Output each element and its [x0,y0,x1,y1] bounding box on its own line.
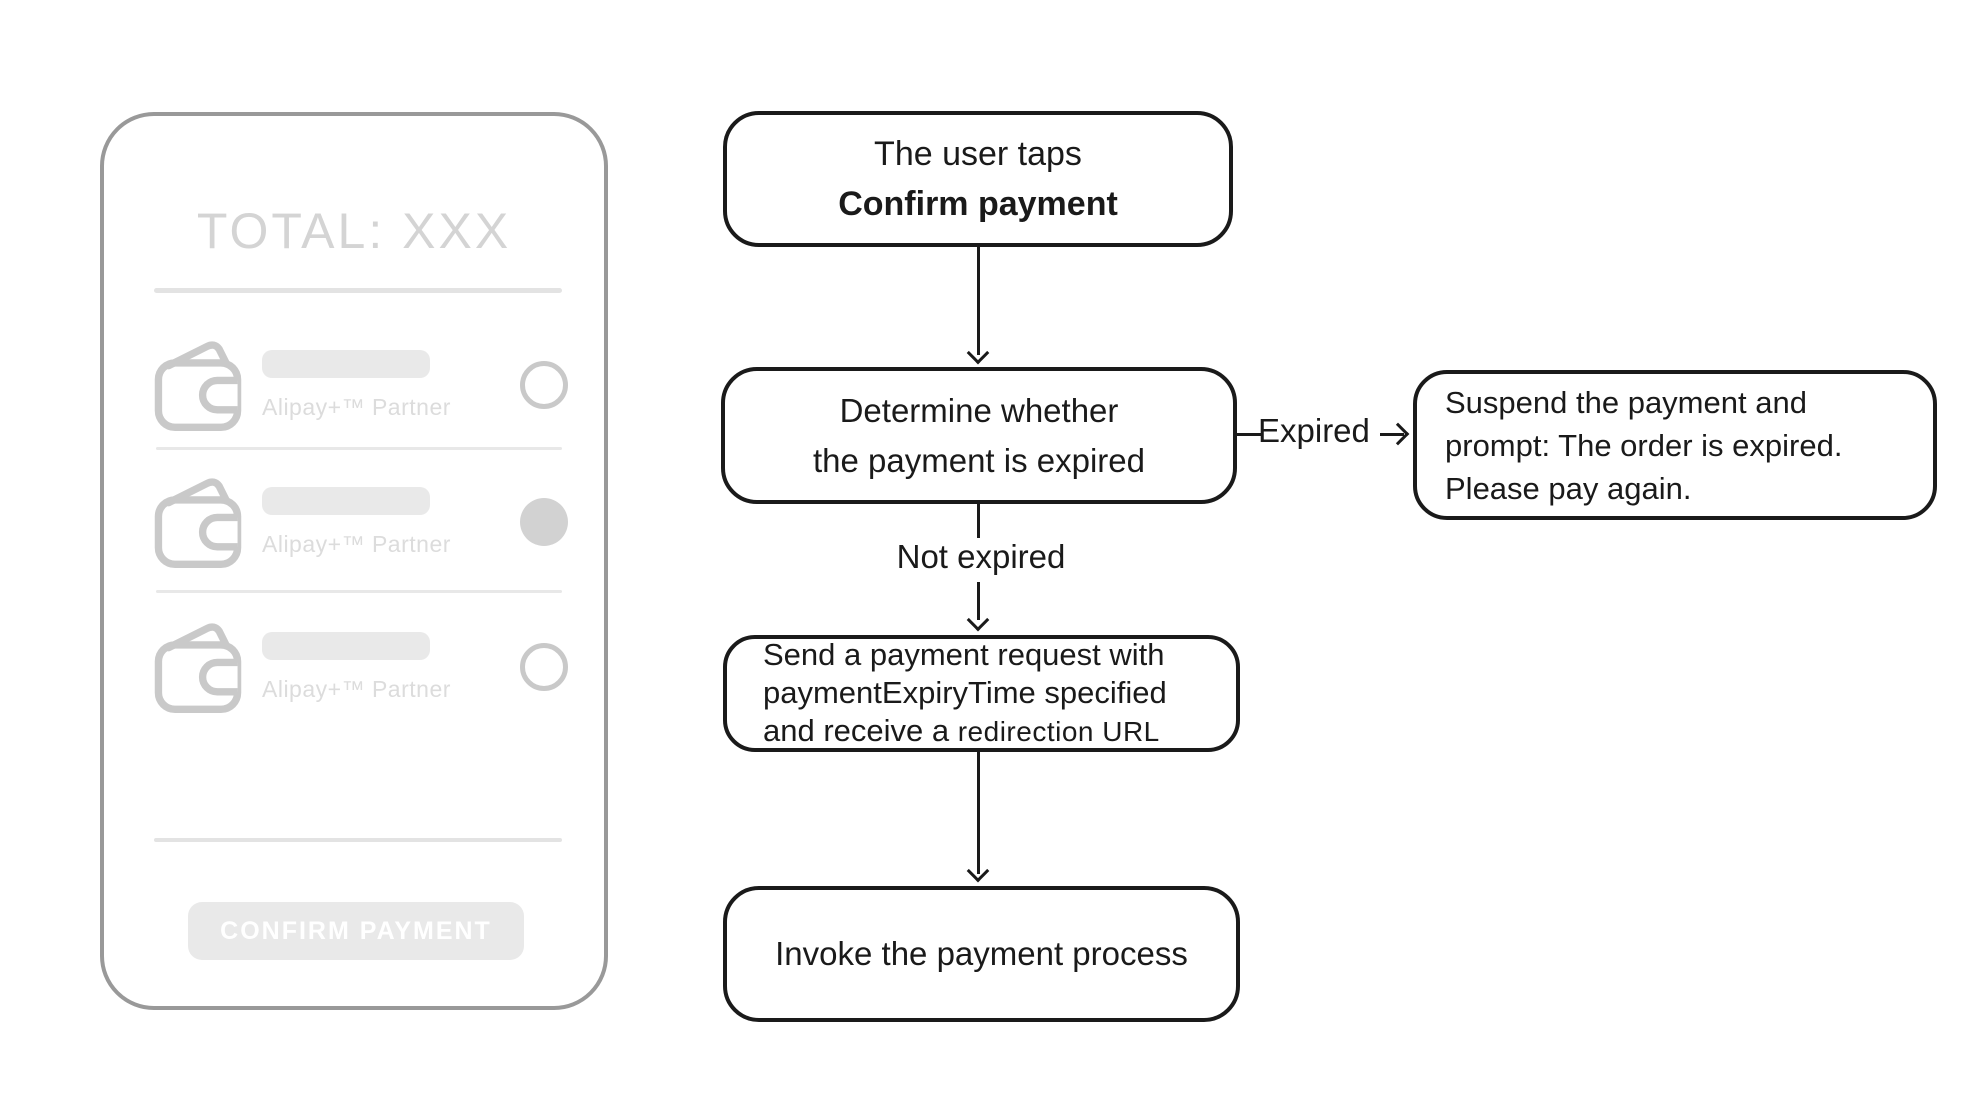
method-name-placeholder [262,349,430,378]
flow-node-invoke-process: Invoke the payment process [723,886,1240,1022]
edge-label-not-expired: Not expired [896,538,1066,575]
flow-node-user-taps: The user taps Confirm payment [723,111,1233,247]
connector-down [977,504,980,538]
flow-node-send-request: Send a payment request with paymentExpir… [723,635,1240,752]
connector-down [977,247,980,355]
flow-node-text: and receive a redirection URL [763,713,1160,748]
flow-node-text-bold: Confirm payment [838,185,1118,223]
arrow-down-icon [966,341,990,365]
flow-node-text: Please pay again. [1445,470,1692,506]
radio-unselected-icon[interactable] [520,643,568,691]
arrow-down-icon [966,608,990,632]
confirm-payment-button[interactable]: CONFIRM PAYMENT [188,902,524,960]
payment-method-info: Alipay+™ Partner [262,486,520,558]
flow-node-text: paymentExpiryTime specified [763,675,1167,710]
method-name-placeholder [262,486,430,515]
redirection-url-term: redirection URL [957,716,1160,747]
provider-label: Alipay+™ Partner [262,530,451,557]
phone-mockup-frame: TOTAL: XXX Alipay+™ Partner [100,112,608,1010]
connector-right [1237,433,1261,436]
wallet-icon [154,623,242,713]
payment-method-info: Alipay+™ Partner [262,631,520,703]
divider [154,838,562,842]
method-name-placeholder [262,631,430,660]
connector-down [977,582,980,620]
provider-label: Alipay+™ Partner [262,393,451,420]
payment-method-row[interactable]: Alipay+™ Partner [152,470,568,574]
flow-node-text: Send a payment request with [763,637,1165,672]
arrow-down-icon [966,859,990,883]
connector-right [1380,433,1404,436]
arrow-right-icon [1386,422,1410,446]
connector-down [977,752,980,874]
divider [156,447,562,450]
payment-method-info: Alipay+™ Partner [262,349,520,421]
flow-node-text: prompt: The order is expired. [1445,427,1843,463]
flow-node-suspend-payment: Suspend the payment and prompt: The orde… [1413,370,1937,520]
radio-selected-icon[interactable] [520,498,568,546]
payment-method-row[interactable]: Alipay+™ Partner [152,333,568,437]
wallet-icon [154,478,242,568]
payment-method-row[interactable]: Alipay+™ Partner [152,615,568,719]
flow-node-text: Suspend the payment and [1445,384,1807,420]
divider [156,590,562,593]
divider [154,288,562,293]
wallet-icon [154,341,242,431]
flow-node-text: Invoke the payment process [775,935,1188,972]
flow-node-text: Determine whether [839,391,1119,429]
flow-node-text: the payment is expired [812,441,1145,479]
flow-node-determine-expired: Determine whether the payment is expired [721,367,1237,504]
provider-label: Alipay+™ Partner [262,675,451,702]
edge-label-expired: Expired [1258,412,1370,449]
total-amount-label: TOTAL: XXX [196,203,512,259]
flow-node-text: The user taps [874,135,1082,173]
radio-unselected-icon[interactable] [520,361,568,409]
